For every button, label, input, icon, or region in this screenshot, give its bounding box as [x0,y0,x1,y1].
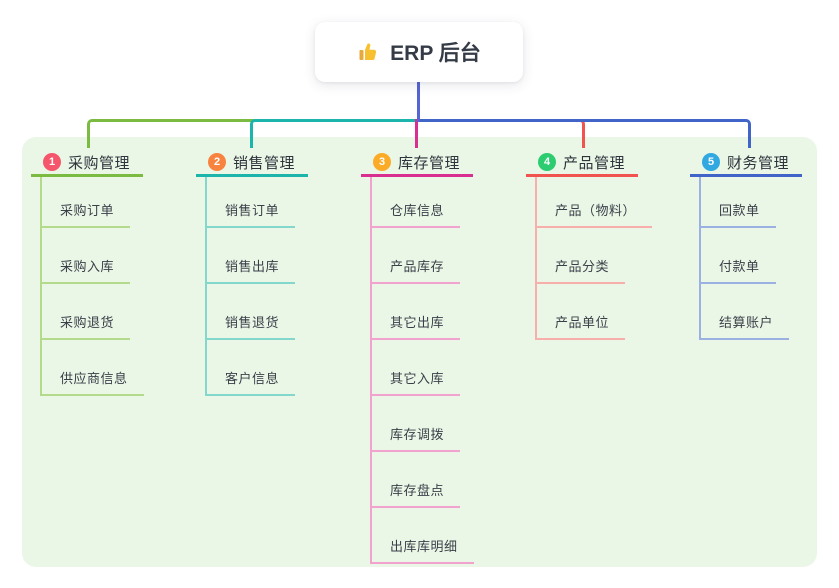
branch-children: 仓库信息产品库存其它出库其它入库库存调拨库存盘点出库库明细 [370,177,474,564]
branch-column-2: 2 销售管理销售订单销售出库销售退货客户信息 [196,150,308,396]
branch-number-badge: 2 [208,153,226,171]
root-node[interactable]: ERP 后台 [315,22,523,82]
branch-label: 库存管理 [398,154,461,172]
child-node[interactable]: 产品（物料） [537,177,653,228]
child-node[interactable]: 仓库信息 [372,177,461,228]
root-node-label: ERP 后台 [390,42,481,65]
child-node[interactable]: 其它入库 [372,340,461,396]
child-node[interactable]: 采购退货 [42,284,131,340]
thumbs-up-icon [359,43,377,60]
branch-node[interactable]: 1 采购管理 [31,150,143,177]
branch-column-1: 1 采购管理采购订单采购入库采购退货供应商信息 [31,150,144,396]
connector-root-stem [417,82,420,122]
branch-column-4: 4 产品管理产品（物料）产品分类产品单位 [526,150,653,340]
branch-children: 回款单付款单结算账户 [699,177,802,340]
branch-node[interactable]: 3 库存管理 [361,150,473,177]
branch-number-badge: 4 [538,153,556,171]
branch-label: 财务管理 [727,154,790,172]
connector-elbow-branch5 [417,119,751,148]
child-node[interactable]: 销售订单 [207,177,296,228]
child-node[interactable]: 采购订单 [42,177,131,228]
branch-children: 产品（物料）产品分类产品单位 [535,177,653,340]
branch-children: 销售订单销售出库销售退货客户信息 [205,177,308,396]
branch-node[interactable]: 5 财务管理 [690,150,802,177]
branch-number-badge: 1 [43,153,61,171]
branch-number-badge: 5 [702,153,720,171]
child-node[interactable]: 其它出库 [372,284,461,340]
mindmap-background-panel [22,137,817,567]
child-node[interactable]: 出库库明细 [372,508,474,564]
branch-column-3: 3 库存管理仓库信息产品库存其它出库其它入库库存调拨库存盘点出库库明细 [361,150,474,564]
branch-number-badge: 3 [373,153,391,171]
branch-label: 产品管理 [563,154,626,172]
branch-node[interactable]: 4 产品管理 [526,150,638,177]
branch-children: 采购订单采购入库采购退货供应商信息 [40,177,144,396]
child-node[interactable]: 库存盘点 [372,452,461,508]
branch-node[interactable]: 2 销售管理 [196,150,308,177]
child-node[interactable]: 产品单位 [537,284,626,340]
connector-elbow-branch2 [250,119,420,148]
child-node[interactable]: 供应商信息 [42,340,144,396]
child-node[interactable]: 库存调拨 [372,396,461,452]
child-node[interactable]: 结算账户 [701,284,790,340]
branch-label: 销售管理 [233,154,296,172]
child-node[interactable]: 销售出库 [207,228,296,284]
child-node[interactable]: 采购入库 [42,228,131,284]
child-node[interactable]: 回款单 [701,177,776,228]
child-node[interactable]: 客户信息 [207,340,296,396]
branch-column-5: 5 财务管理回款单付款单结算账户 [690,150,802,340]
child-node[interactable]: 付款单 [701,228,776,284]
connector-drop-branch3 [415,119,418,148]
child-node[interactable]: 产品库存 [372,228,461,284]
child-node[interactable]: 销售退货 [207,284,296,340]
child-node[interactable]: 产品分类 [537,228,626,284]
branch-label: 采购管理 [68,154,131,172]
